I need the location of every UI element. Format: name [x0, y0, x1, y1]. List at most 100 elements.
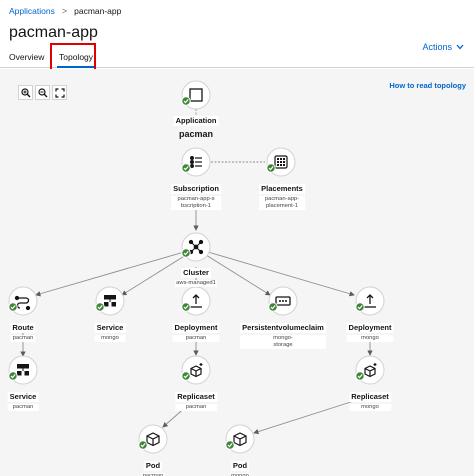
label-pvc-title: Persistentvolumeclaim [240, 323, 326, 333]
node-pod-pacman[interactable] [138, 424, 168, 454]
route-icon [14, 295, 31, 311]
label-subscription-sub1: pacman-app-s [171, 196, 221, 203]
expand-icon [54, 87, 65, 98]
label-service-pacman-sub1: pacman [7, 404, 39, 411]
pvc-icon [275, 296, 291, 306]
label-deployment-mongo: Deployment mongo [346, 317, 394, 342]
label-placements-title: Placements [259, 184, 305, 194]
label-pod-mongo: Pod mongo [230, 455, 250, 476]
edge-cluster-route [35, 251, 185, 297]
label-placements: Placements pacman-app- placement-1 [259, 178, 305, 210]
page-title: pacman-app [9, 24, 98, 41]
label-replicaset-mongo-sub1: mongo [349, 404, 391, 411]
replicaset-icon [190, 363, 203, 378]
label-placements-sub2: placement-1 [259, 203, 305, 210]
actions-label: Actions [422, 42, 452, 52]
label-placements-sub1: pacman-app- [259, 196, 305, 203]
deployment-icon [190, 294, 202, 308]
zoom-out-icon [37, 87, 47, 97]
node-deployment-mongo[interactable] [355, 286, 385, 316]
node-pod-mongo[interactable] [225, 424, 255, 454]
label-pod-pacman-sub1: pacman [141, 473, 165, 476]
service-icon [104, 295, 116, 307]
zoom-in-icon [20, 87, 30, 97]
tab-bar: Overview Topology [0, 44, 474, 68]
label-pvc-sub1: mongo- [240, 335, 326, 342]
fit-to-screen-button[interactable] [52, 85, 67, 100]
actions-dropdown[interactable]: Actions [422, 42, 464, 52]
placements-icon [274, 155, 288, 169]
node-cluster[interactable] [181, 232, 211, 262]
node-service-mongo[interactable] [95, 286, 125, 316]
pod-icon [233, 432, 247, 447]
label-pod-mongo-title: Pod [230, 461, 250, 471]
topology-graph [8, 80, 385, 454]
label-subscription: Subscription pacman-app-s bscription-1 [171, 178, 221, 210]
edge-cluster-deployment-mongo [207, 251, 355, 297]
node-route[interactable] [8, 286, 38, 316]
breadcrumb: Applications > pacman-app [9, 6, 121, 16]
label-deployment-mongo-sub1: mongo [346, 335, 394, 342]
label-route: Route pacman [10, 317, 36, 342]
node-replicaset-mongo[interactable] [355, 355, 385, 385]
label-replicaset-mongo: Replicaset mongo [349, 386, 391, 411]
label-pvc-sub2: storage [240, 342, 326, 349]
replicaset-icon [364, 363, 377, 378]
node-application[interactable] [181, 80, 211, 110]
edge-cluster-service-mongo [121, 254, 187, 296]
label-application-title: Application [173, 116, 219, 126]
node-placements[interactable] [266, 147, 296, 177]
label-deployment-pacman: Deployment pacman [172, 317, 220, 342]
label-replicaset-mongo-title: Replicaset [349, 392, 391, 402]
label-service-mongo-title: Service [94, 323, 126, 333]
label-service-mongo: Service mongo [94, 317, 126, 342]
label-deployment-mongo-title: Deployment [346, 323, 394, 333]
label-deployment-pacman-sub1: pacman [172, 335, 220, 342]
label-subscription-sub2: bscription-1 [171, 203, 221, 210]
label-service-pacman: Service pacman [7, 386, 39, 411]
edge-cluster-pvc [205, 254, 271, 296]
breadcrumb-current: pacman-app [74, 6, 122, 16]
label-application: Application [173, 110, 219, 128]
chevron-down-icon [456, 44, 464, 50]
tab-topology[interactable]: Topology [56, 52, 96, 68]
pod-icon [146, 432, 160, 447]
subscription-icon [189, 155, 202, 168]
how-to-read-topology-link[interactable]: How to read topology [389, 81, 466, 90]
service-icon [17, 364, 29, 376]
chevron-right-icon: > [61, 6, 68, 16]
topology-tab-highlight [50, 43, 96, 71]
deployment-icon [364, 294, 376, 308]
topology-canvas[interactable]: How to read topology [0, 69, 474, 476]
application-name: pacman [178, 129, 214, 139]
label-service-pacman-title: Service [7, 392, 39, 402]
node-service-pacman[interactable] [8, 355, 38, 385]
label-route-sub1: pacman [10, 335, 36, 342]
label-pvc: Persistentvolumeclaim mongo- storage [240, 317, 326, 349]
label-pod-mongo-sub1: mongo [230, 473, 250, 476]
application-icon [189, 88, 203, 102]
label-subscription-title: Subscription [171, 184, 221, 194]
label-pod-pacman: Pod pacman [141, 455, 165, 476]
node-replicaset-pacman[interactable] [181, 355, 211, 385]
zoom-in-button[interactable] [18, 85, 33, 100]
tab-overview[interactable]: Overview [9, 52, 45, 62]
label-replicaset-pacman-sub1: pacman [175, 404, 217, 411]
node-deployment-pacman[interactable] [181, 286, 211, 316]
label-route-title: Route [10, 323, 36, 333]
node-persistentvolumeclaim[interactable] [268, 286, 298, 316]
label-replicaset-pacman: Replicaset pacman [175, 386, 217, 411]
zoom-controls [18, 85, 67, 100]
label-service-mongo-sub1: mongo [94, 335, 126, 342]
label-cluster-sub1: aws-managed1 [175, 280, 217, 287]
label-replicaset-pacman-title: Replicaset [175, 392, 217, 402]
edge-replicaset-pod-mongo [253, 399, 358, 435]
label-cluster: Cluster aws-managed1 [175, 262, 217, 287]
cluster-icon [188, 239, 204, 255]
label-cluster-title: Cluster [181, 268, 211, 278]
zoom-out-button[interactable] [35, 85, 50, 100]
node-subscription[interactable] [181, 147, 211, 177]
breadcrumb-applications-link[interactable]: Applications [9, 6, 55, 16]
label-pod-pacman-title: Pod [143, 461, 163, 471]
label-deployment-pacman-title: Deployment [172, 323, 220, 333]
